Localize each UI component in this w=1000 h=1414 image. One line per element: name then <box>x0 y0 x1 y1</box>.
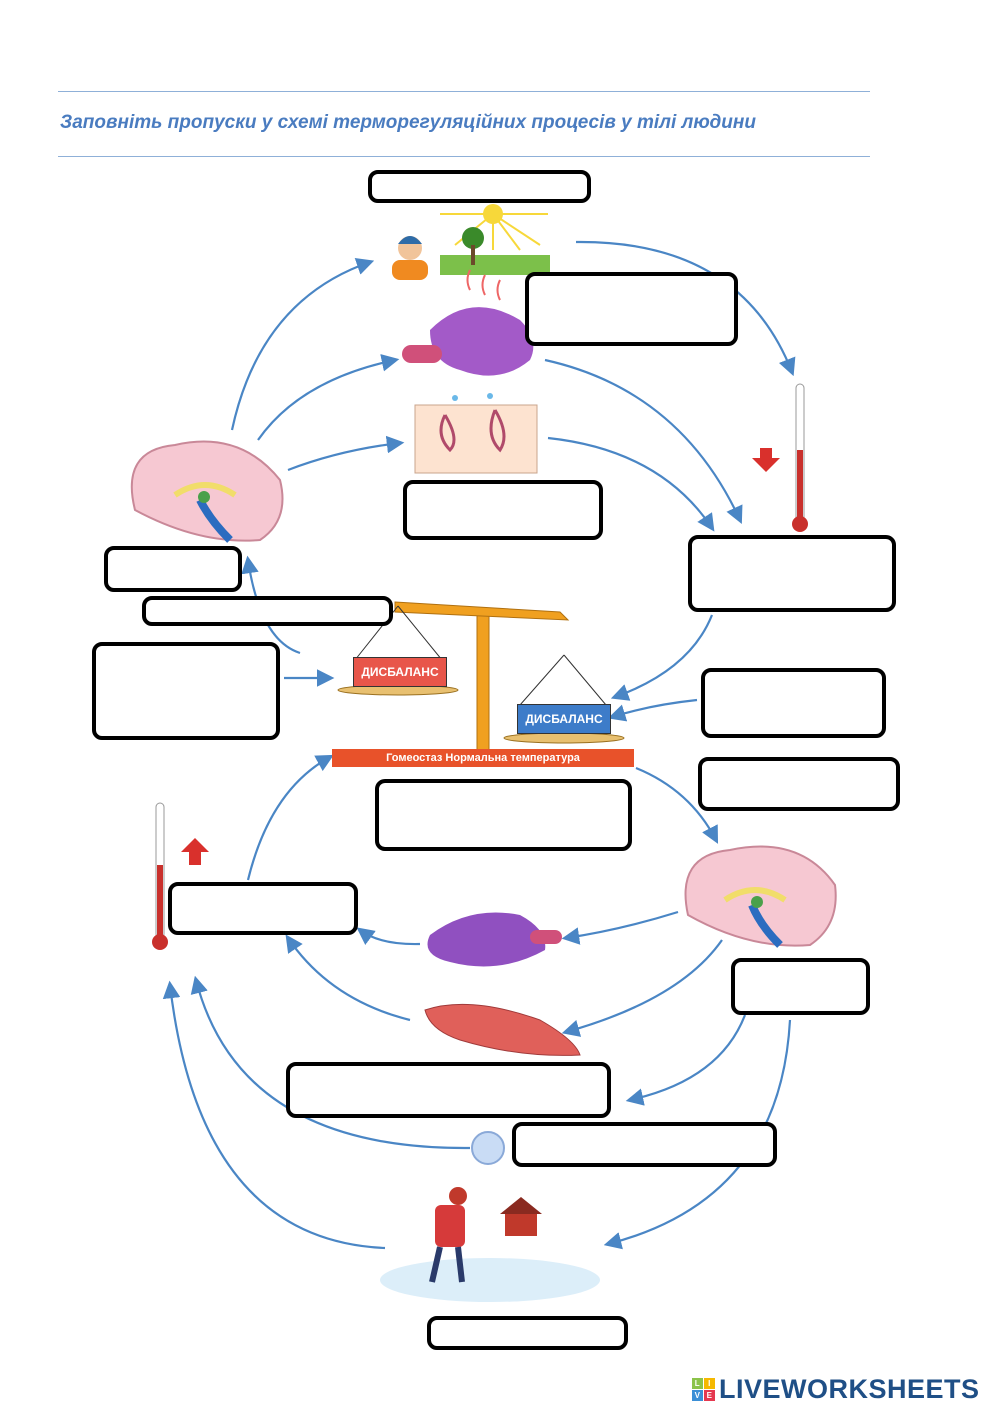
logo-tiles: L I V E <box>692 1378 715 1401</box>
blank-field-11[interactable] <box>168 882 358 935</box>
scale-icon <box>337 601 625 751</box>
blank-field-5[interactable] <box>104 546 242 592</box>
arrows <box>162 240 796 1250</box>
fat-cell-icon <box>471 1131 505 1165</box>
liveworksheets-logo: L I V E LIVEWORKSHEETS <box>692 1374 980 1405</box>
liver-icon-top <box>402 269 534 376</box>
blank-field-14[interactable] <box>512 1122 777 1167</box>
thermometer-down-icon <box>752 383 808 532</box>
brain-icon-top <box>130 440 284 543</box>
homeostasis-base-label: Гомеостаз Нормальна температура <box>332 749 634 767</box>
blank-field-7[interactable] <box>92 642 280 740</box>
blank-field-6[interactable] <box>142 596 393 626</box>
liver-icon-bottom <box>427 912 562 967</box>
logo-tile: L <box>692 1378 703 1389</box>
imbalance-plate-hot: ДИСБАЛАНС <box>353 657 447 687</box>
blank-field-4[interactable] <box>688 535 896 612</box>
blank-field-8[interactable] <box>701 668 886 738</box>
cold-person-icon <box>380 1187 600 1302</box>
thermometer-up-icon <box>152 802 209 950</box>
brain-icon-bottom <box>684 845 837 948</box>
blank-field-12[interactable] <box>731 958 870 1015</box>
instruction-title: Заповніть пропуски у схемі терморегуляці… <box>60 112 756 133</box>
blank-field-9[interactable] <box>698 757 900 811</box>
logo-tile: E <box>704 1390 715 1401</box>
logo-tile: I <box>704 1378 715 1389</box>
logo-text: LIVEWORKSHEETS <box>719 1374 980 1404</box>
top-rule <box>58 91 870 92</box>
imbalance-plate-cold: ДИСБАЛАНС <box>517 704 611 734</box>
skin-sweat-icon <box>414 393 538 474</box>
sun-person-icon <box>392 204 550 280</box>
blank-field-10[interactable] <box>375 779 632 851</box>
blank-field-2[interactable] <box>525 272 738 346</box>
blank-field-3[interactable] <box>403 480 603 540</box>
blank-field-1[interactable] <box>368 170 591 203</box>
blank-field-13[interactable] <box>286 1062 611 1118</box>
logo-tile: V <box>692 1390 703 1401</box>
blank-field-15[interactable] <box>427 1316 628 1350</box>
muscle-icon <box>424 1003 581 1056</box>
bottom-rule <box>58 156 870 157</box>
